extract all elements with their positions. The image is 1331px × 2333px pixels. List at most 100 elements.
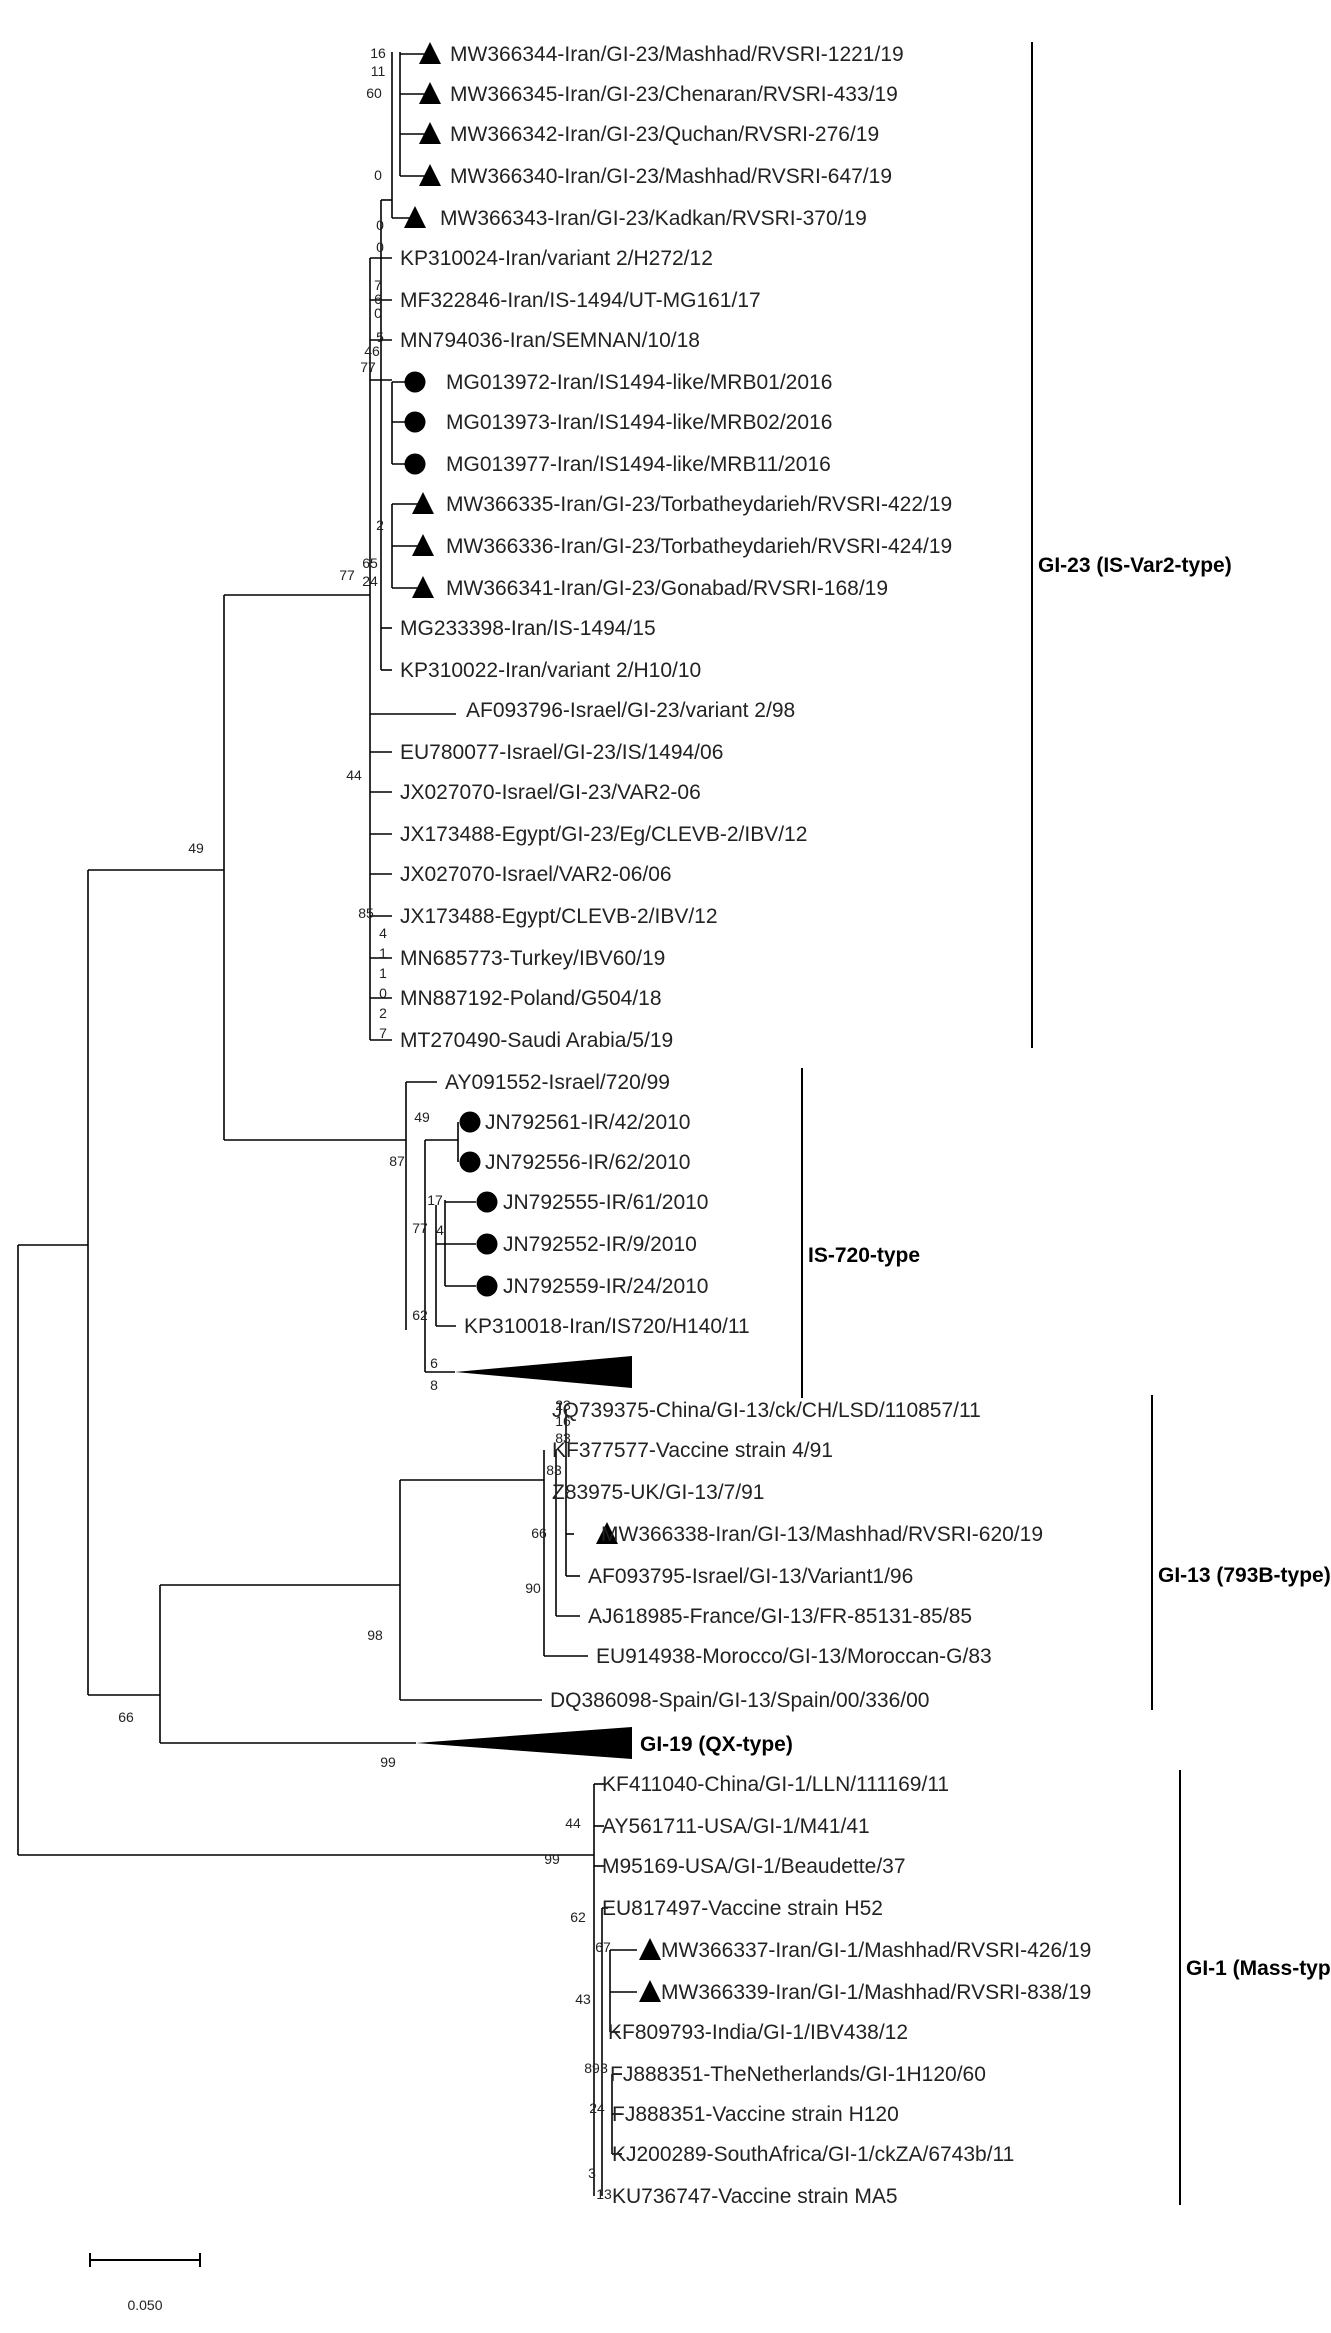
taxon-label: MW366344-Iran/GI-23/Mashhad/RVSRI-1221/1… (450, 43, 904, 66)
bootstrap-value: 49 (414, 1109, 430, 1125)
taxon-label: MT270490-Saudi Arabia/5/19 (400, 1029, 673, 1052)
bootstrap-value: 7 (379, 1025, 387, 1041)
taxon-label: AY091552-Israel/720/99 (445, 1071, 670, 1094)
bootstrap-value: 4 (436, 1222, 444, 1238)
taxon-label: MW366335-Iran/GI-23/Torbatheydarieh/RVSR… (446, 493, 952, 516)
bootstrap-value: 0 (374, 167, 382, 183)
scale-bar: 0.050 (89, 2253, 201, 2313)
bootstrap-value: 67 (595, 1939, 611, 1955)
bootstrap-value: 16 (370, 45, 386, 61)
taxon-label: MW366340-Iran/GI-23/Mashhad/RVSRI-647/19 (450, 165, 892, 188)
circle-marker-icon (459, 1151, 481, 1173)
bootstrap-value: 1 (379, 945, 387, 961)
collapsed-clade-triangle-icon (455, 1356, 632, 1388)
taxon-label: MN685773-Turkey/IBV60/19 (400, 947, 665, 970)
circle-marker-icon (459, 1111, 481, 1133)
bootstrap-value: 49 (188, 840, 204, 856)
taxon-label: Z83975-UK/GI-13/7/91 (552, 1481, 764, 1504)
triangle-marker-icon (639, 1980, 661, 2002)
taxon-label: KF809793-India/GI-1/IBV438/12 (608, 2021, 908, 2044)
bootstrap-value: 66 (118, 1709, 134, 1725)
bootstrap-value: 62 (412, 1307, 428, 1323)
bootstrap-value: 3 (588, 2165, 596, 2181)
taxon-label: JN792559-IR/24/2010 (503, 1275, 708, 1298)
taxon-label: MG013977-Iran/IS1494-like/MRB11/2016 (446, 453, 831, 476)
bootstrap-value: 77 (412, 1220, 428, 1236)
bootstrap-value: 62 (570, 1909, 586, 1925)
taxon-label: KF377577-Vaccine strain 4/91 (552, 1439, 833, 1462)
taxon-label: KU736747-Vaccine strain MA5 (612, 2185, 898, 2208)
taxon-label: JN792556-IR/62/2010 (485, 1151, 690, 1174)
bootstrap-value: 11 (371, 63, 386, 79)
bootstrap-value: 60 (366, 85, 382, 101)
taxon-label: M95169-USA/GI-1/Beaudette/37 (602, 1855, 906, 1878)
taxon-label: MG013972-Iran/IS1494-like/MRB01/2016 (446, 371, 832, 394)
circle-marker-icon (476, 1275, 498, 1297)
bootstrap-value: 66 (531, 1525, 547, 1541)
taxon-label: KP310024-Iran/variant 2/H272/12 (400, 247, 713, 270)
bootstrap-value: 0 (376, 239, 384, 255)
bootstrap-value: 90 (525, 1580, 541, 1596)
collapsed-clade-triangle-icon (416, 1727, 632, 1759)
bootstrap-value: 77 (360, 359, 376, 375)
bootstrap-value: 8 (430, 1377, 438, 1393)
bootstrap-value: 4 (379, 925, 387, 941)
bootstrap-value: 43 (575, 1991, 591, 2007)
taxon-label: MN887192-Poland/G504/18 (400, 987, 662, 1010)
taxon-label: FJ888351-Vaccine strain H120 (612, 2103, 899, 2126)
taxon-label: MW366345-Iran/GI-23/Chenaran/RVSRI-433/1… (450, 83, 898, 106)
bootstrap-value: 6 (430, 1355, 438, 1371)
taxon-markers (404, 42, 661, 2002)
clade-label: IS-720-type (808, 1244, 920, 1267)
taxon-label: JN792555-IR/61/2010 (503, 1191, 708, 1214)
triangle-marker-icon (404, 206, 426, 228)
bootstrap-value: 6 (374, 291, 382, 307)
bootstrap-value: 24 (362, 573, 378, 589)
bootstrap-value: 2 (379, 1005, 387, 1021)
taxon-label: JQ739375-China/GI-13/ck/CH/LSD/110857/11 (552, 1399, 981, 1422)
bootstrap-value: 87 (389, 1153, 405, 1169)
triangle-marker-icon (419, 122, 441, 144)
clade-label: GI-1 (Mass-typ (1186, 1957, 1331, 1980)
taxon-label: JX027070-Israel/VAR2-06/06 (400, 863, 672, 886)
bootstrap-value: 23 (555, 1397, 571, 1413)
bootstrap-value: 16 (555, 1413, 571, 1429)
taxon-label: MG233398-Iran/IS-1494/15 (400, 617, 656, 640)
bootstrap-value: 85 (358, 905, 374, 921)
taxon-label: KP310022-Iran/variant 2/H10/10 (400, 659, 701, 682)
taxon-label: EU780077-Israel/GI-23/IS/1494/06 (400, 741, 723, 764)
taxon-label: MG013973-Iran/IS1494-like/MRB02/2016 (446, 411, 832, 434)
triangle-marker-icon (639, 1938, 661, 1960)
triangle-marker-icon (419, 82, 441, 104)
bootstrap-value: 5 (376, 329, 384, 345)
taxon-label: AJ618985-France/GI-13/FR-85131-85/85 (588, 1605, 972, 1628)
circle-marker-icon (404, 411, 426, 433)
taxon-label: DQ386098-Spain/GI-13/Spain/00/336/00 (550, 1689, 929, 1712)
triangle-marker-icon (412, 534, 434, 556)
bootstrap-value: 77 (339, 567, 355, 583)
clade-label: GI-23 (IS-Var2-type) (1038, 554, 1232, 577)
bootstrap-value: 83 (555, 1430, 571, 1446)
triangle-marker-icon (419, 42, 441, 64)
taxon-label: MN794036-Iran/SEMNAN/10/18 (400, 329, 700, 352)
bootstrap-value: 0 (376, 217, 384, 233)
taxon-label: MF322846-Iran/IS-1494/UT-MG161/17 (400, 289, 761, 312)
taxon-label: KJ200289-SouthAfrica/GI-1/ckZA/6743b/11 (612, 2143, 1014, 2166)
bootstrap-value: 99 (380, 1754, 396, 1770)
bootstrap-value: 2 (376, 517, 384, 533)
bootstrap-value: 98 (367, 1627, 383, 1643)
circle-marker-icon (476, 1233, 498, 1255)
taxon-label: KF411040-China/GI-1/LLN/111169/11 (602, 1773, 949, 1796)
collapsed-clade-label: GI-19 (QX-type) (640, 1733, 793, 1756)
triangle-marker-icon (412, 576, 434, 598)
taxon-labels: MW366344-Iran/GI-23/Mashhad/RVSRI-1221/1… (400, 43, 1091, 2208)
bootstrap-value: 46 (364, 343, 380, 359)
taxon-label: JN792561-IR/42/2010 (485, 1111, 690, 1134)
taxon-label: EU914938-Morocco/GI-13/Moroccan-G/83 (596, 1645, 992, 1668)
taxon-label: AF093796-Israel/GI-23/variant 2/98 (466, 699, 795, 722)
taxon-label: AY561711-USA/GI-1/M41/41 (602, 1815, 870, 1838)
circle-marker-icon (404, 371, 426, 393)
taxon-label: FJ888351-TheNetherlands/GI-1H120/60 (610, 2063, 986, 2086)
tree-branches (17, 52, 637, 2196)
bootstrap-values: 1611600007605467726524774485411027494987… (118, 45, 612, 2202)
